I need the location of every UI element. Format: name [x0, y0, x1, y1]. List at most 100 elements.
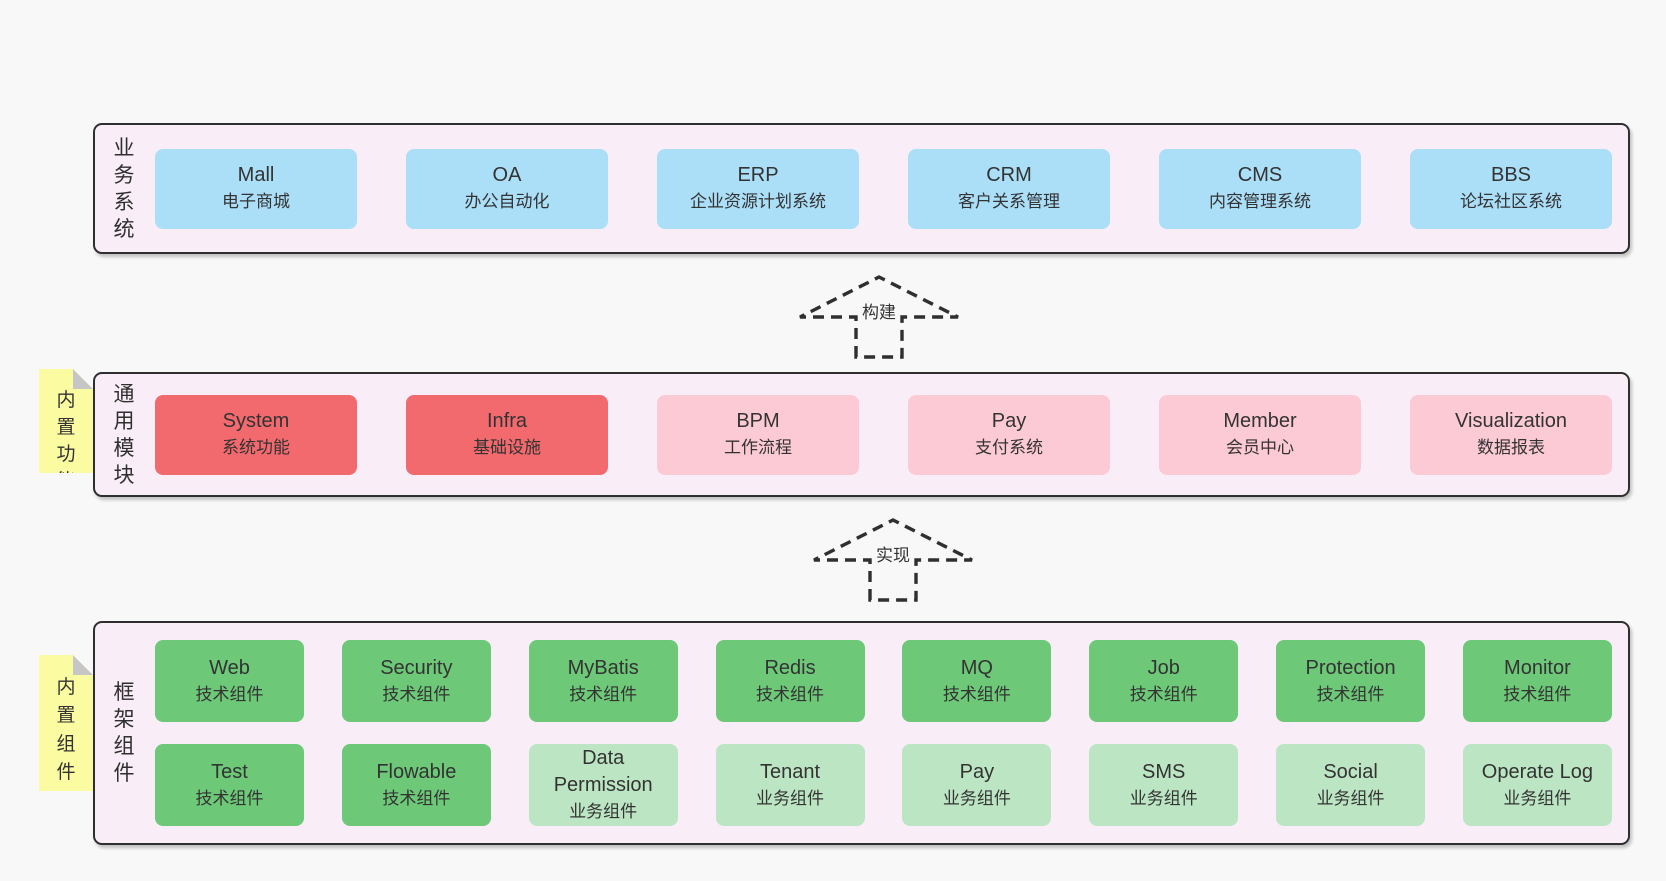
box-title: MQ — [960, 656, 993, 679]
box-crm: CRM 客户关系管理 — [908, 148, 1110, 229]
box-subtitle: 业务组件 — [942, 788, 1011, 808]
box-title: Job — [1147, 656, 1180, 679]
box-subtitle: 技术组件 — [569, 684, 638, 704]
box-subtitle: 支付系统 — [975, 438, 1043, 458]
folded-corner-icon — [73, 369, 93, 389]
box-monitor: Monitor 技术组件 — [1462, 640, 1612, 722]
vertical-label-char: 块 — [113, 463, 135, 487]
vertical-label-char: 用 — [113, 409, 135, 433]
box-pay: Pay 支付系统 — [908, 394, 1110, 475]
box-subtitle: 业务组件 — [756, 788, 825, 808]
vertical-label-char: 置 — [56, 417, 76, 438]
vertical-label-char: 框 — [113, 681, 135, 704]
box-subtitle: 技术组件 — [195, 684, 264, 704]
box-title: CRM — [986, 164, 1032, 187]
box-title: Web — [209, 656, 250, 679]
box-title: System — [222, 410, 290, 433]
box-subtitle: 办公自动化 — [464, 192, 550, 212]
sticky-note-built-in-features: 内置功能 — [39, 369, 93, 473]
box-subtitle: 基础设施 — [473, 438, 541, 458]
box-subtitle: 技术组件 — [942, 684, 1011, 704]
box-subtitle: 技术组件 — [1129, 684, 1198, 704]
band-label-business-systems: 业务系统 — [107, 125, 141, 252]
vertical-label-char: 模 — [113, 436, 135, 460]
box-mybatis: MyBatis 技术组件 — [528, 640, 678, 722]
box-title: Redis — [764, 656, 816, 679]
box-title: Visualization — [1455, 410, 1567, 433]
box-subtitle: 业务组件 — [1503, 788, 1572, 808]
dashed-arrow-implement: 实现 — [808, 516, 978, 602]
box-subtitle: 企业资源计划系统 — [690, 192, 826, 212]
box-bbs: BBS 论坛社区系统 — [1410, 148, 1612, 229]
box-title: BBS — [1490, 164, 1532, 187]
box-erp: ERP 企业资源计划系统 — [657, 148, 859, 229]
box-title: Member — [1223, 410, 1297, 433]
box-system: System 系统功能 — [155, 394, 357, 475]
up-arrow-icon — [799, 275, 959, 359]
box-subtitle: 客户关系管理 — [958, 192, 1060, 212]
box-cms: CMS 内容管理系统 — [1159, 148, 1361, 229]
box-sms: SMS 业务组件 — [1089, 744, 1239, 826]
box-mq: MQ 技术组件 — [902, 640, 1052, 722]
arrow-label-implement: 实现 — [873, 541, 913, 566]
vertical-label-char: 置 — [56, 705, 76, 727]
box-title: Mall — [237, 164, 275, 187]
vertical-label-char: 架 — [113, 708, 135, 731]
box-subtitle: 技术组件 — [1316, 684, 1385, 704]
sticky-note-built-in-components: 内置组件 — [39, 655, 93, 791]
folded-corner-icon — [73, 655, 93, 675]
vertical-label-char: 件 — [113, 762, 135, 785]
vertical-label-char: 能 — [56, 471, 76, 492]
note-text: 内置功能 — [39, 385, 93, 493]
box-web: Web 技术组件 — [155, 640, 304, 722]
box-member: Member 会员中心 — [1159, 394, 1361, 475]
box-subtitle: 技术组件 — [195, 788, 264, 808]
box-title: SMS — [1142, 760, 1186, 783]
vertical-label-char: 统 — [113, 217, 135, 241]
box-subtitle: 内容管理系统 — [1209, 192, 1311, 212]
vertical-label-char: 组 — [113, 735, 135, 758]
box-title: Pay — [959, 760, 995, 783]
box-subtitle: 会员中心 — [1226, 438, 1294, 458]
vertical-label-char: 内 — [56, 390, 76, 411]
box-title: Data Permission — [553, 747, 653, 797]
vertical-label-char: 通 — [113, 382, 135, 406]
box-title: CMS — [1237, 164, 1283, 187]
box-subtitle: 技术组件 — [1503, 684, 1572, 704]
box-title: Flowable — [376, 760, 457, 783]
box-title: Infra — [486, 410, 528, 433]
box-subtitle: 技术组件 — [382, 684, 451, 704]
box-subtitle: 系统功能 — [222, 438, 290, 458]
box-title: Test — [211, 760, 248, 783]
box-subtitle: 业务组件 — [1129, 788, 1198, 808]
box-subtitle: 业务组件 — [1316, 788, 1385, 808]
box-subtitle: 工作流程 — [724, 438, 792, 458]
box-title: MyBatis — [567, 656, 639, 679]
box-job: Job 技术组件 — [1089, 640, 1239, 722]
box-title: ERP — [737, 164, 779, 187]
vertical-label-char: 件 — [56, 761, 76, 783]
box-title: Monitor — [1504, 656, 1571, 679]
box-infra: Infra 基础设施 — [406, 394, 608, 475]
box-title: Pay — [991, 410, 1027, 433]
vertical-label-char: 功 — [56, 444, 76, 465]
box-subtitle: 论坛社区系统 — [1460, 192, 1562, 212]
vertical-label-char: 系 — [113, 190, 135, 214]
